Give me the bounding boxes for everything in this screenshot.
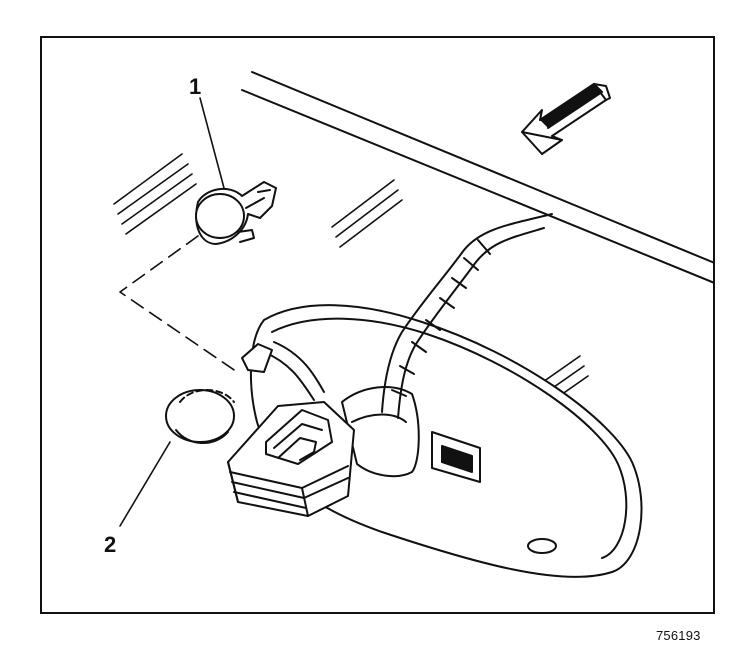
callout-label-1: 1 (189, 74, 202, 99)
alignment-guide (119, 235, 241, 375)
wire-connector-small (241, 343, 273, 373)
arrow-forward-icon (521, 83, 611, 155)
diagram-frame (40, 36, 715, 614)
sensor-part-1 (195, 181, 277, 245)
rearview-mirror (249, 304, 643, 578)
figure-number: 756193 (656, 628, 701, 643)
windshield-edge (241, 71, 713, 284)
callout-label-2: 2 (104, 532, 117, 557)
sensor-gasket-part-2 (165, 389, 235, 445)
leader-lines (119, 97, 225, 527)
electrical-connector (227, 401, 355, 517)
wiring-harness (263, 213, 553, 419)
mirror-sensor-illustration (113, 71, 713, 578)
